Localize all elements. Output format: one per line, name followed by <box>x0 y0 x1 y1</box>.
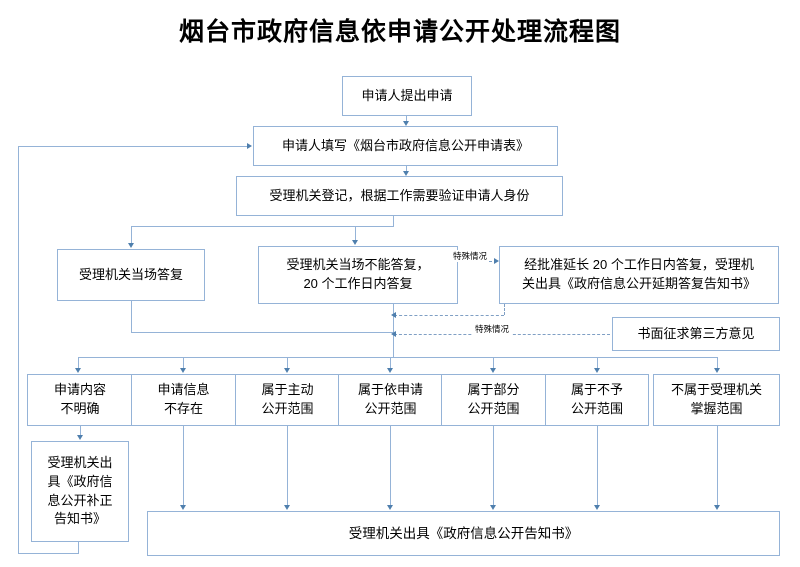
arrow-fanout-n8 <box>74 368 81 373</box>
edge-split-bus-top <box>131 226 394 227</box>
arrow-fanout-n13 <box>593 368 600 373</box>
edge-n10-final <box>287 426 288 506</box>
arrow-n1-n2 <box>402 121 409 126</box>
edge-label-special-1: 特殊情况 <box>451 250 490 262</box>
arrow-n9-final <box>179 505 186 510</box>
node-proactive-disclosure-scope: 属于主动 公开范围 <box>235 374 340 426</box>
edge-fanout-c6 <box>597 357 598 369</box>
arrow-n10-final <box>283 505 290 510</box>
arrow-n2-n3 <box>402 171 409 176</box>
edge-n11-final <box>390 426 391 506</box>
arrow-fanout-n11 <box>386 368 393 373</box>
arrow-split-to-n5 <box>351 240 358 245</box>
node-on-request-disclosure-scope: 属于依申请 公开范围 <box>338 374 443 426</box>
node-onsite-reply: 受理机关当场答复 <box>57 249 205 301</box>
edge-fanout-c2 <box>183 357 184 369</box>
arrow-n14-final <box>713 505 720 510</box>
edge-feedback-into-n2 <box>18 146 249 147</box>
arrow-n12-final <box>489 505 496 510</box>
node-application-submitted: 申请人提出申请 <box>342 76 472 116</box>
edge-feedback-down <box>78 542 79 553</box>
arrow-fanout-n10 <box>283 368 290 373</box>
page-title: 烟台市政府信息依申请公开处理流程图 <box>178 19 621 46</box>
arrow-n11-final <box>386 505 393 510</box>
node-disclosure-notice: 受理机关出具《政府信息公开告知书》 <box>147 511 780 556</box>
edge-n13-final <box>597 426 598 506</box>
node-partial-disclosure-scope: 属于部分 公开范围 <box>441 374 546 426</box>
edge-fanout-bus <box>78 357 717 358</box>
arrow-dashed-n5-n6 <box>494 257 499 264</box>
edge-n14-final <box>717 426 718 506</box>
edge-fanout-c4 <box>390 357 391 369</box>
edge-n8-n15 <box>80 426 81 436</box>
edge-label-special-2: 特殊情况 <box>473 323 512 335</box>
arrow-dashed-n6-left <box>391 311 396 318</box>
node-third-party-opinion: 书面征求第三方意见 <box>612 317 780 351</box>
edge-fanout-c3 <box>287 357 288 369</box>
edge-dashed-n6-down <box>504 304 505 315</box>
arrow-dashed-n7-left <box>391 330 396 337</box>
edge-n4-down <box>131 301 132 332</box>
edge-n9-final <box>183 426 184 506</box>
node-info-not-exist: 申请信息 不存在 <box>131 374 236 426</box>
edge-fanout-c5 <box>493 357 494 369</box>
edge-split-right-drop <box>355 226 356 241</box>
edge-fanout-c7 <box>717 357 718 369</box>
node-non-disclosure-scope: 属于不予 公开范围 <box>545 374 649 426</box>
node-content-unclear: 申请内容 不明确 <box>27 374 133 426</box>
edge-dashed-n6-left <box>394 315 504 316</box>
edge-n12-final <box>493 426 494 506</box>
arrow-fanout-n12 <box>489 368 496 373</box>
arrow-split-to-n4 <box>127 243 134 248</box>
edge-n1-n2 <box>406 116 407 124</box>
edge-n2-n3 <box>406 166 407 174</box>
node-fill-application-form: 申请人填写《烟台市政府信息公开申请表》 <box>253 126 558 166</box>
node-extension-notice: 经批准延长 20 个工作日内答复，受理机 关出具《政府信息公开延期答复告知书》 <box>499 246 779 304</box>
arrow-n8-n15 <box>76 435 83 440</box>
edge-split-left-drop <box>131 226 132 244</box>
edge-n4-bus <box>131 332 393 333</box>
arrow-fanout-n14 <box>713 368 720 373</box>
node-cannot-reply-onsite-20days: 受理机关当场不能答复， 20 个工作日内答复 <box>258 246 458 304</box>
arrow-feedback-into-n2 <box>247 142 252 149</box>
edge-n5-down <box>393 304 394 357</box>
node-outside-agency-scope: 不属于受理机关 掌握范围 <box>653 374 780 426</box>
node-registration-identity-check: 受理机关登记，根据工作需要验证申请人身份 <box>236 176 563 216</box>
arrow-fanout-n9 <box>179 368 186 373</box>
edge-n3-down <box>393 216 394 226</box>
node-correction-notice: 受理机关出 具《政府信 息公开补正 告知书》 <box>31 441 129 542</box>
edge-feedback-up <box>18 146 19 554</box>
edge-feedback-left <box>18 553 79 554</box>
edge-fanout-c1 <box>78 357 79 369</box>
arrow-n13-final <box>593 505 600 510</box>
